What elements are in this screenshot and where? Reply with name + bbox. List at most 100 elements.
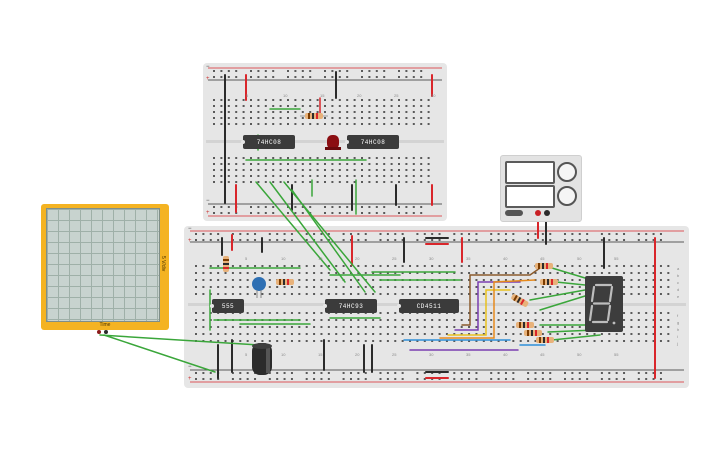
breadboard-hole (290, 286, 293, 288)
breadboard-hole (390, 117, 393, 119)
psu-negative-terminal-icon[interactable] (544, 210, 550, 216)
breadboard-hole (242, 105, 245, 107)
breadboard-hole (239, 239, 242, 241)
breadboard-hole (294, 123, 297, 125)
breadboard-hole (279, 163, 282, 165)
breadboard-hole (276, 265, 279, 267)
breadboard-hole (652, 293, 655, 295)
breadboard-hole (578, 286, 581, 288)
breadboard-hole (276, 293, 279, 295)
breadboard-hole (375, 175, 378, 177)
breadboard-hole (320, 333, 323, 335)
breadboard-hole (353, 163, 356, 165)
breadboard-hole (224, 272, 227, 274)
breadboard-hole (349, 333, 352, 335)
electrolytic-capacitor (252, 343, 272, 375)
breadboard-hole (272, 157, 275, 159)
psu-power-switch[interactable] (505, 210, 523, 216)
breadboard-hole (394, 333, 397, 335)
chip-555[interactable]: 555 (210, 299, 244, 313)
psu-voltage-knob[interactable] (557, 162, 577, 182)
probe-terminal-icon[interactable] (104, 330, 108, 334)
breadboard-hole (578, 293, 581, 295)
breadboard-hole (213, 212, 215, 214)
breadboard-hole (227, 99, 230, 101)
breadboard-hole (290, 378, 293, 380)
column-number: 10 (281, 256, 286, 261)
breadboard-hole (375, 105, 378, 107)
breadboard-hole (409, 340, 412, 342)
breadboard-hole (519, 312, 522, 314)
breadboard-hole (309, 175, 312, 177)
breadboard-hole (445, 272, 448, 274)
oscilloscope[interactable]: 5 V/div Time (41, 204, 169, 334)
breadboard-hole (659, 326, 662, 328)
breadboard-hole (556, 293, 559, 295)
breadboard-hole (401, 326, 404, 328)
chip-74hc08-right[interactable]: 74HC08 (345, 135, 399, 149)
breadboard-hole (217, 279, 220, 281)
breadboard-hole (383, 123, 386, 125)
breadboard-hole (383, 117, 386, 119)
breadboard-hole (541, 233, 544, 235)
breadboard-hole (468, 272, 471, 274)
breadboard-hole (231, 378, 234, 380)
breadboard-hole (368, 99, 371, 101)
breadboard-hole (353, 99, 356, 101)
breadboard-hole (549, 326, 552, 328)
breadboard-hole (357, 340, 360, 342)
breadboard-hole (361, 157, 363, 159)
psu-positive-terminal-icon[interactable] (535, 210, 541, 216)
breadboard-hole (504, 265, 507, 267)
breadboard-hole (372, 279, 375, 281)
breadboard-hole (375, 111, 378, 113)
breadboard-hole (220, 111, 223, 113)
breadboard-hole (316, 111, 319, 113)
breadboard-hole (224, 340, 227, 342)
chip-74hc93[interactable]: 74HC93 (323, 299, 377, 313)
chip-74hc08-left[interactable]: 74HC08 (241, 135, 295, 149)
top-board-wires (224, 71, 433, 215)
breadboard-hole (645, 265, 648, 267)
breadboard-hole (327, 326, 330, 328)
breadboard-hole (431, 233, 434, 235)
ceramic-capacitor (252, 277, 266, 298)
psu-current-knob[interactable] (557, 186, 577, 206)
breadboard-hole (287, 175, 289, 177)
breadboard-hole (279, 99, 282, 101)
breadboard-hole (213, 123, 215, 125)
breadboard-hole (549, 239, 552, 241)
breadboard-hole (519, 293, 522, 295)
breadboard-hole (405, 105, 408, 107)
breadboard-hole (316, 175, 319, 177)
breadboard-hole (630, 340, 633, 342)
main-board-wires (99, 181, 656, 379)
breadboard-hole (578, 326, 581, 328)
breadboard-hole (541, 319, 544, 321)
breadboard-hole (445, 312, 448, 314)
breadboard-hole (250, 105, 252, 107)
breadboard-hole (420, 157, 423, 159)
breadboard-hole (420, 123, 423, 125)
breadboard-hole (298, 272, 301, 274)
column-number: 10 (283, 93, 288, 98)
breadboard-hole (346, 111, 349, 113)
breadboard-hole (235, 163, 238, 165)
breadboard-hole (667, 312, 670, 314)
breadboard-hole (279, 181, 282, 183)
chip-cd4511[interactable]: CD4511 (397, 299, 459, 313)
breadboard-hole (512, 286, 515, 288)
breadboard-hole (475, 326, 478, 328)
breadboard-hole (409, 319, 412, 321)
probe-terminal-icon[interactable] (97, 330, 101, 334)
breadboard-hole (209, 272, 212, 274)
breadboard-hole (593, 265, 596, 267)
breadboard-hole (420, 206, 423, 208)
column-number: 5 (246, 93, 249, 98)
breadboard-hole (331, 181, 334, 183)
breadboard-hole (250, 175, 252, 177)
breadboard-hole (364, 233, 367, 235)
power-supply[interactable] (500, 155, 582, 222)
breadboard-hole (298, 265, 301, 267)
breadboard-hole (217, 333, 220, 335)
